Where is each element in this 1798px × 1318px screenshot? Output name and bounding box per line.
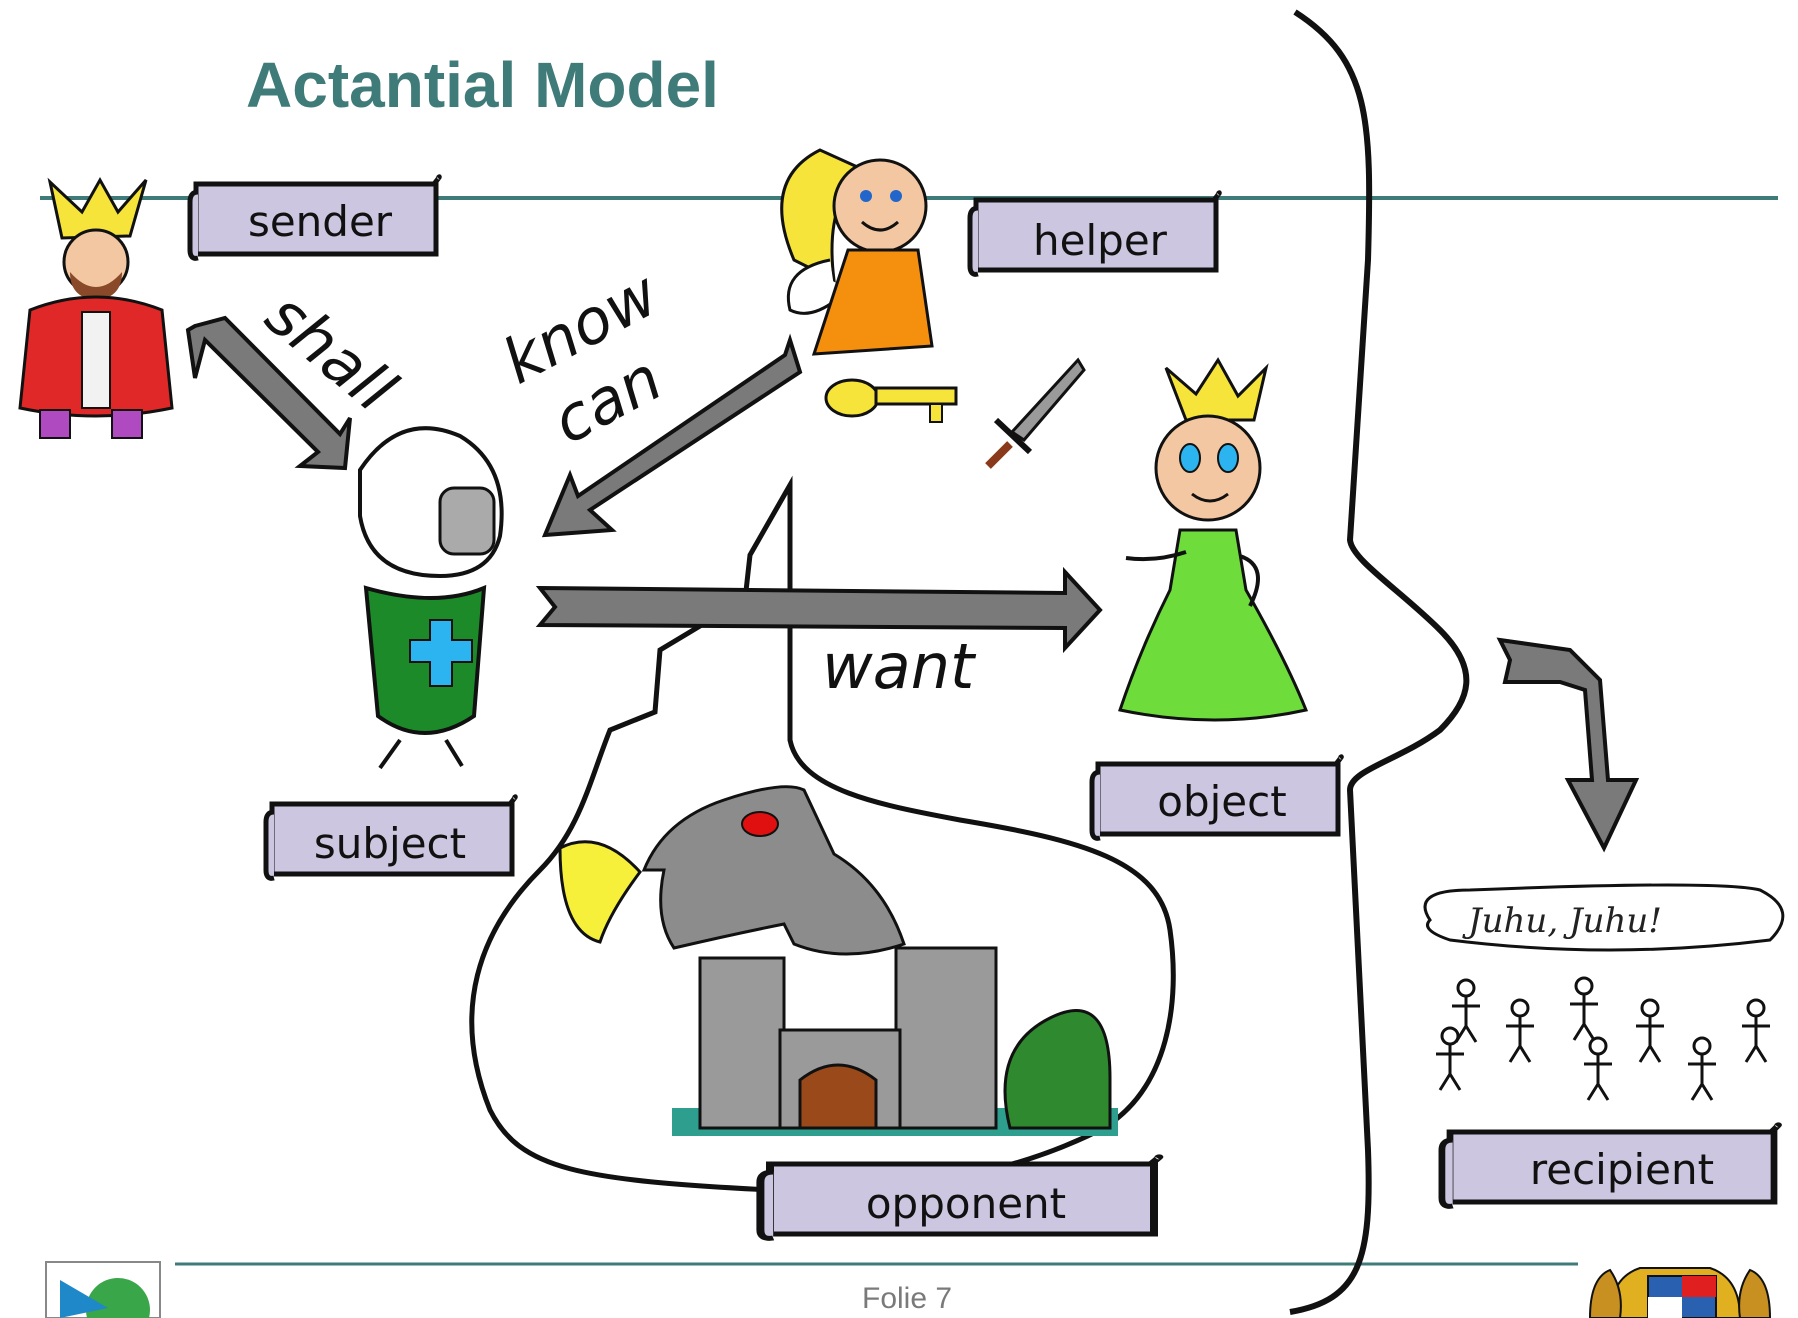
king-icon [18,176,174,439]
subject-scroll: subject [266,797,515,878]
recipient-arrow [1496,637,1640,853]
recipient-scroll: recipient [1442,1125,1779,1206]
helper-label: helper [1033,216,1168,265]
opponent-scroll: opponent [760,1157,1159,1238]
helper-scroll: helper [970,193,1219,274]
dragon-icon [558,785,906,956]
recipient-label: recipient [1530,1145,1714,1194]
knight-icon [358,426,504,770]
sender-scroll: sender [190,177,439,258]
sword-icon [985,357,1086,469]
opponent-label: opponent [866,1179,1066,1228]
object-label: object [1157,777,1286,826]
want-label: want [822,630,977,703]
princess-icon [1118,357,1309,722]
shall-arrow [185,315,352,471]
crowd-icon: Juhu, Juhu! [1423,883,1785,1101]
sender-label: sender [248,197,393,246]
page-title: Actantial Model [246,49,719,121]
castle-icon [672,946,1118,1136]
logo-icon [45,1261,161,1318]
recipient-speech: Juhu, Juhu! [1462,901,1662,941]
object-scroll: object [1092,757,1341,838]
coat-of-arms-icon [1588,1267,1772,1318]
brace [1289,9,1470,1315]
want-arrow [535,566,1103,654]
key-icon [824,378,958,423]
know-can-arrow [541,333,803,538]
fairy-icon [780,148,934,356]
subject-label: subject [314,819,466,868]
slide-number: Folie 7 [862,1282,953,1315]
